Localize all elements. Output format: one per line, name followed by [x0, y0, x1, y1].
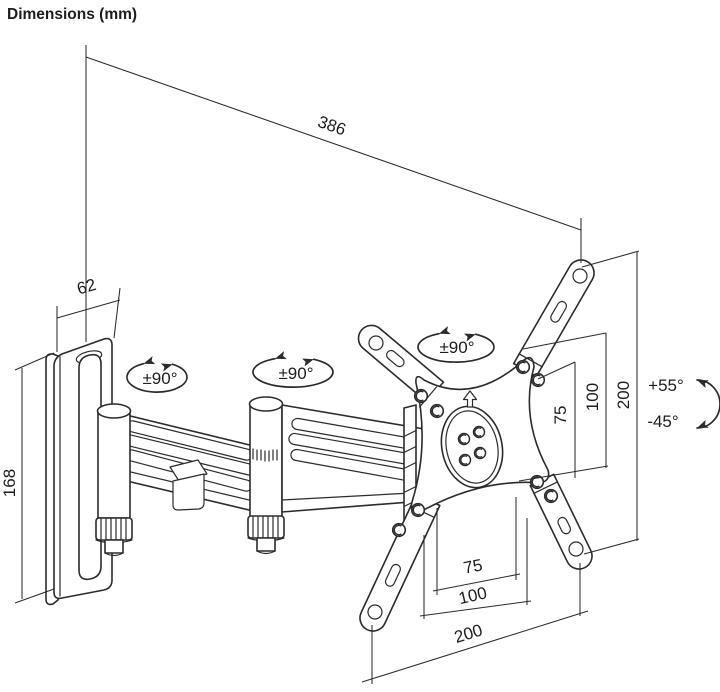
- up-arrow-icon: [462, 390, 478, 408]
- arrowhead: [273, 351, 287, 363]
- elbow-post-shaft: [249, 403, 283, 519]
- disc-screw: [458, 453, 472, 467]
- arrowhead: [142, 356, 156, 368]
- dim-200-right-label: 200: [614, 381, 633, 409]
- plate-screw: [530, 372, 546, 388]
- swivel-disc-inner: [445, 410, 499, 484]
- swivel-arrow-elbow: [252, 357, 334, 388]
- swivel-arrow-wall: [126, 362, 188, 393]
- plate-screw: [391, 522, 407, 538]
- ext-100r-top: [522, 332, 607, 350]
- vesa-arm-slot: [386, 349, 405, 368]
- ext-75-100r-bottom: [518, 465, 609, 482]
- vesa-arm-hole: [572, 268, 588, 284]
- elbow-post-cap: [248, 396, 284, 412]
- vesa-arm-bottom-left: [359, 493, 441, 632]
- dim-168-label: 168: [0, 469, 19, 497]
- cable-clip-front: [172, 473, 205, 511]
- vesa-plate: [391, 353, 559, 538]
- vesa-arm-hole: [367, 604, 383, 620]
- disc-screw: [472, 425, 486, 439]
- dim-line-75-bottom: [432, 573, 521, 592]
- tilt-down-label: -45°: [647, 412, 678, 431]
- tilt-up-label: +55°: [648, 376, 684, 395]
- swivel-elbow-label: ±90°: [278, 364, 313, 383]
- vesa-arm-slot: [384, 563, 401, 587]
- ext-168-bottom: [14, 588, 55, 604]
- ext-62-right: [113, 287, 121, 339]
- elbow-stem-bottom: [256, 550, 276, 555]
- dim-386-label: 386: [315, 112, 348, 139]
- vesa-arm-hole: [368, 335, 384, 351]
- swivel-wall-label: ±90°: [142, 369, 177, 388]
- elbow-knob-hatch: [252, 516, 279, 538]
- vesa-arm-slot: [557, 516, 572, 535]
- dim-62-label: 62: [75, 275, 98, 298]
- dim-line-62: [56, 299, 121, 319]
- elbow-post-stem: [256, 537, 276, 552]
- ext-75r-top: [537, 361, 576, 380]
- wall-post-cap: [96, 403, 132, 419]
- dim-100-right-label: 100: [583, 383, 602, 411]
- elbow-joint-knob: [247, 396, 285, 555]
- arrowhead: [437, 326, 451, 338]
- plate-screw: [543, 488, 559, 504]
- ext-200r-top: [581, 250, 640, 268]
- tilt-arrow: [696, 379, 720, 429]
- dim-line-200-bottom: [361, 610, 589, 683]
- elbow-post-knurl-band: [252, 448, 278, 462]
- vesa-arm-slot: [550, 300, 568, 323]
- wall-knob-hatch: [100, 518, 127, 540]
- wall-stem-bottom: [104, 552, 124, 557]
- dim-75-right-label: 75: [551, 406, 570, 425]
- mount-drawing: [45, 259, 595, 632]
- wall-joint-post: [95, 403, 133, 557]
- swivel-disc-outer: [440, 405, 504, 489]
- dim-line-100-bottom: [419, 600, 532, 617]
- elbow-joint-post: [249, 403, 283, 519]
- arm-segment-1: [113, 411, 267, 515]
- plate-screw: [515, 359, 531, 375]
- dim-line-386: [85, 56, 582, 231]
- swivel-head-label: ±90°: [439, 338, 474, 357]
- diagram-title: Dimensions (mm): [7, 6, 137, 23]
- dim-100-bottom-label: 100: [457, 583, 489, 608]
- ext-200r-bottom: [583, 538, 640, 555]
- disc-screw: [473, 446, 487, 460]
- disc-screw: [457, 432, 471, 446]
- ext-168-top: [14, 352, 55, 371]
- wall-post-shaft: [97, 409, 131, 519]
- vesa-arm-hole: [568, 541, 584, 557]
- plate-screw: [413, 388, 429, 404]
- wall-post-stem: [104, 539, 124, 554]
- plate-screw: [410, 502, 426, 518]
- swivel-arrow-head: [417, 332, 495, 363]
- dim-200-bottom-label: 200: [452, 621, 485, 647]
- dim-75-bottom-label: 75: [462, 555, 484, 577]
- dimension-lines: [14, 45, 640, 684]
- plate-screw: [429, 403, 445, 419]
